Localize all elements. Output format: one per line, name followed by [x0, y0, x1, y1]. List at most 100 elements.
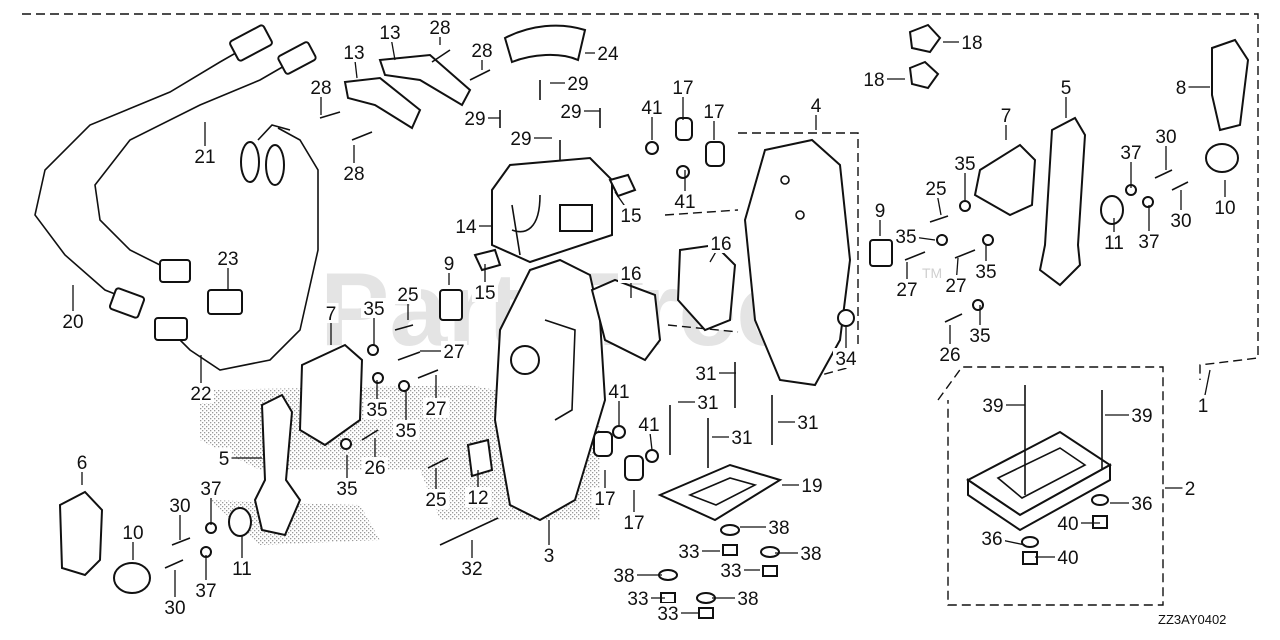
callout-bg-c29b [558, 101, 584, 121]
callout-c26b: 26 [364, 458, 385, 479]
callout-bg-c15a [618, 205, 644, 225]
washers-36-nuts-40 [1021, 494, 1109, 565]
callout-c29a: 29 [567, 74, 588, 95]
callout-bg-c25a [923, 178, 949, 198]
lever-8 [1211, 38, 1250, 132]
callout-bg-c36a [1129, 493, 1155, 513]
callout-bg-c28b [469, 40, 495, 60]
callout-bg-c10a [1212, 197, 1238, 217]
gasket-19 [657, 463, 783, 522]
washer-34 [837, 309, 855, 327]
clips-15 [473, 173, 637, 272]
callout-bg-c33b [718, 560, 744, 580]
callout-c38b: 38 [800, 544, 821, 565]
callout-bg-c25c [423, 489, 449, 509]
callout-bg-c37c [198, 478, 224, 498]
callout-bg-c17c [592, 488, 618, 508]
callout-bg-c37b [1136, 231, 1162, 251]
callout-bg-c38c [611, 565, 637, 585]
callout-bg-c35f [364, 399, 390, 419]
callout-c11b: 11 [232, 559, 252, 580]
callout-c29b: 29 [560, 102, 581, 123]
callout-bg-c35e [361, 298, 387, 318]
callout-bg-c16a [708, 233, 734, 253]
diagram-code: ZZ3AY0402 [1158, 612, 1226, 627]
callout-bg-c13b [341, 42, 367, 62]
nuts-33-washers-38 [658, 524, 780, 619]
callout-bg-c26b [362, 457, 388, 477]
callout-c41d: 41 [638, 415, 659, 436]
callout-bg-c34 [833, 348, 859, 368]
cover-14 [491, 156, 613, 264]
callout-bg-c13a [377, 22, 403, 42]
callout-bg-c35b [893, 226, 919, 246]
callout-bg-c29d [508, 128, 534, 148]
callout-c15b: 15 [474, 283, 495, 304]
callout-c35b: 35 [895, 227, 916, 248]
assembly-frame-1 [22, 13, 1259, 380]
callout-c28c: 28 [310, 78, 331, 99]
callout-c41b: 41 [674, 192, 695, 213]
callout-bg-c11b [229, 558, 255, 578]
callout-bg-c9a [872, 200, 888, 220]
callout-c30a: 30 [1155, 127, 1176, 148]
callout-c35a: 35 [954, 154, 975, 175]
bracket-13-upper [378, 53, 472, 107]
callout-c26a: 26 [939, 345, 960, 366]
callout-c16b: 16 [620, 264, 641, 285]
callout-bg-c27d [423, 398, 449, 418]
clamps-17 [593, 117, 725, 481]
callout-c10b: 10 [122, 523, 143, 544]
callout-c9b: 9 [444, 254, 455, 275]
callout-bg-c18a [959, 32, 985, 52]
callout-c32: 32 [461, 559, 482, 580]
callout-c7b: 7 [326, 304, 337, 325]
callout-bg-c39a [980, 395, 1006, 415]
callout-c25a: 25 [925, 179, 946, 200]
arm-5-left [253, 393, 302, 537]
sheet-24 [503, 24, 587, 64]
callout-c30c: 30 [169, 496, 190, 517]
callout-c36a: 36 [1131, 494, 1152, 515]
callout-c20: 20 [62, 312, 83, 333]
callout-bg-c30c [167, 495, 193, 515]
callout-bg-c6 [74, 452, 90, 472]
bracket-7-right [973, 143, 1037, 217]
callout-bg-c20 [60, 311, 86, 331]
callout-bg-c12 [465, 487, 491, 507]
callout-c18a: 18 [961, 33, 982, 54]
assembly-frame-2 [937, 366, 1164, 606]
callout-c41a: 41 [641, 98, 662, 119]
callout-bg-c4 [808, 95, 824, 115]
callout-bg-c24 [595, 43, 621, 63]
callout-c38d: 38 [737, 589, 758, 610]
callout-c40a: 40 [1057, 514, 1078, 535]
callout-c28a: 28 [429, 18, 450, 39]
callout-c16a: 16 [710, 234, 731, 255]
grommet-9-right [869, 239, 893, 267]
callout-c1: 1 [1198, 396, 1209, 417]
housing-3 [493, 258, 607, 522]
callout-bg-c30b [1168, 210, 1194, 230]
callout-c27c: 27 [443, 342, 464, 363]
callout-c35d: 35 [969, 326, 990, 347]
callout-bg-c38a [766, 517, 792, 537]
callout-c38c: 38 [613, 566, 634, 587]
callout-bg-c29a [565, 73, 591, 93]
callout-bg-c17d [621, 512, 647, 532]
callout-bg-c32 [459, 558, 485, 578]
callout-c37b: 37 [1138, 232, 1159, 253]
callout-c9a: 9 [875, 201, 886, 222]
callout-c24: 24 [597, 44, 619, 65]
callout-bg-c30a [1153, 126, 1179, 146]
callout-c31a: 31 [695, 364, 716, 385]
callout-c23: 23 [217, 249, 238, 270]
callout-bg-c39b [1129, 405, 1155, 425]
callout-c25b: 25 [397, 285, 418, 306]
callout-c3: 3 [544, 546, 555, 567]
callout-c8: 8 [1176, 78, 1187, 99]
callout-c31b: 31 [697, 393, 718, 414]
knob-18-upper [908, 23, 942, 54]
callout-bg-c8 [1173, 77, 1189, 97]
